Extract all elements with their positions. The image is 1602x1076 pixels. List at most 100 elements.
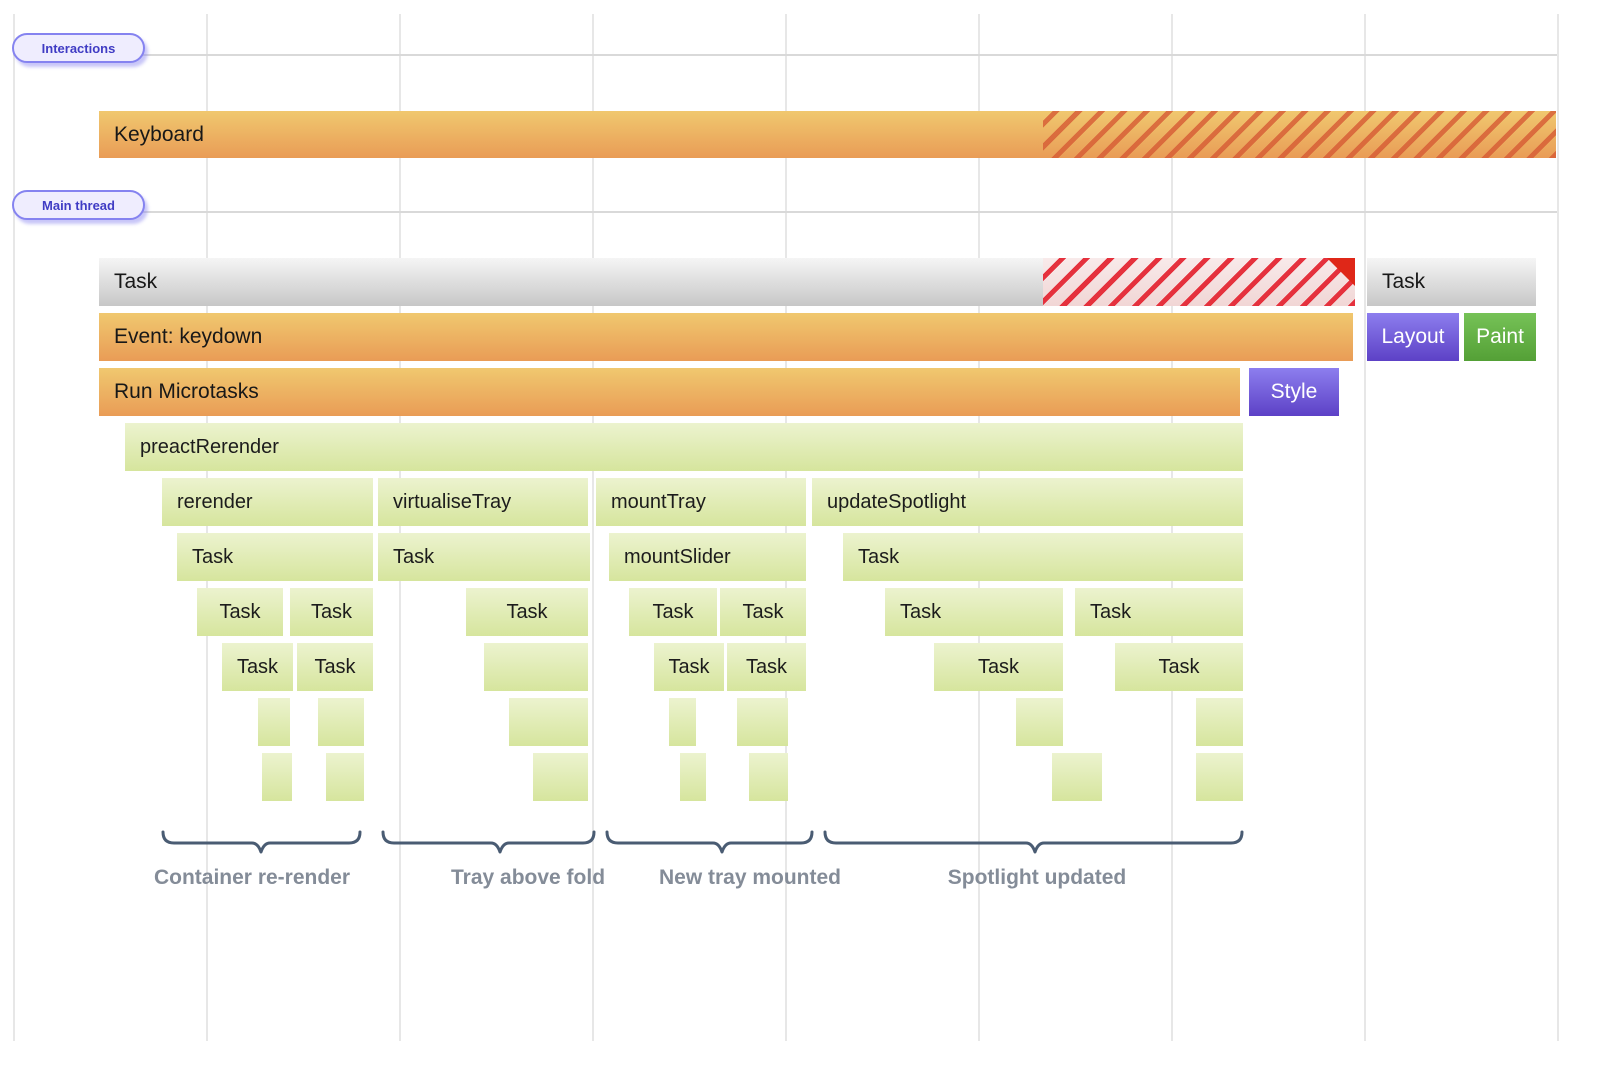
flame-block-task[interactable]: Task [177,533,373,581]
flame-block-updatespotlight[interactable]: updateSpotlight [812,478,1243,526]
flame-block-virtualisetray[interactable]: virtualiseTray [378,478,588,526]
task-bar-main-warning-triangle-icon [1327,258,1355,286]
style-bar-label: Style [1270,380,1318,403]
gridline-vertical [206,14,208,1041]
flame-block-updatespotlight-label: updateSpotlight [827,490,967,513]
flame-block-task[interactable]: Task [222,643,293,691]
flame-block-anonymous[interactable] [318,698,364,746]
flame-block-virtualisetray-label: virtualiseTray [393,490,512,513]
flame-block-anonymous[interactable] [749,753,788,801]
track-baseline [13,54,1557,56]
annotation-label-new-tray-mounted: New tray mounted [658,866,842,889]
flame-block-task-label: Task [668,655,710,678]
gridline-vertical [1364,14,1366,1041]
flame-block-task-label: Task [652,600,694,623]
layout-bar-label: Layout [1381,325,1445,348]
main-thread-track-pill[interactable]: Main thread [12,190,145,220]
flame-block-rerender-label: rerender [177,490,253,513]
flame-block-task[interactable]: Task [934,643,1063,691]
flame-block-task-label: Task [310,600,353,623]
flame-block-task[interactable]: Task [629,588,717,636]
flame-block-task[interactable]: Task [1075,588,1243,636]
event-keydown-bar-label: Event: keydown [114,325,263,348]
flame-block-task-label: Task [1158,655,1200,678]
flame-block-anonymous[interactable] [1196,698,1243,746]
flame-block-task-label: Task [858,545,900,568]
flame-block-task-label: Task [900,600,942,623]
flame-block-anonymous[interactable] [680,753,706,801]
annotation-brace [381,830,596,854]
flame-block-preactrerender-label: preactRerender [140,435,279,458]
flame-block-anonymous[interactable] [737,698,788,746]
paint-bar[interactable]: Paint [1464,313,1536,361]
flame-block-task-label: Task [192,545,234,568]
task-bar-right-label: Task [1382,270,1426,293]
main-thread-track-label: Main thread [42,197,115,213]
layout-bar[interactable]: Layout [1367,313,1459,361]
annotation-brace [823,830,1244,854]
annotation-label-spotlight-updated: Spotlight updated [947,866,1127,889]
flame-block-task[interactable]: Task [885,588,1063,636]
flame-block-task[interactable]: Task [290,588,373,636]
gridline-vertical [13,14,15,1041]
flame-block-task[interactable]: Task [378,533,590,581]
flame-block-anonymous[interactable] [509,698,588,746]
style-bar[interactable]: Style [1249,368,1339,416]
keyboard-interaction-bar[interactable]: Keyboard [99,111,1556,158]
run-microtasks-bar-label: Run Microtasks [114,380,259,403]
flame-block-anonymous[interactable] [1052,753,1102,801]
gridline-vertical [399,14,401,1041]
gridline-vertical [1171,14,1173,1041]
annotation-label-tray-above-fold: Tray above fold [450,866,606,889]
flame-block-task[interactable]: Task [654,643,724,691]
flame-block-task[interactable]: Task [197,588,283,636]
task-bar-main[interactable]: Task [99,258,1355,306]
paint-bar-label: Paint [1476,325,1524,348]
flame-block-rerender[interactable]: rerender [162,478,373,526]
flame-block-task-label: Task [219,600,261,623]
flame-block-task-label: Task [1090,600,1132,623]
gridline-vertical [978,14,980,1041]
flame-block-task[interactable]: Task [466,588,588,636]
flame-block-task-label: Task [742,600,784,623]
flame-block-task-label: Task [506,600,548,623]
run-microtasks-bar[interactable]: Run Microtasks [99,368,1240,416]
interactions-track-pill[interactable]: Interactions [12,33,145,63]
flame-block-anonymous[interactable] [326,753,364,801]
gridline-vertical [592,14,594,1041]
flame-block-task[interactable]: Task [843,533,1243,581]
flame-block-task[interactable]: Task [720,588,806,636]
gridline-vertical [785,14,787,1041]
flame-block-anonymous[interactable] [484,643,588,691]
keyboard-interaction-bar-hatched-segment [1043,111,1556,158]
annotation-label-container-re-render: Container re-render [153,866,351,889]
flame-block-task-label: Task [236,655,279,678]
flame-block-anonymous[interactable] [533,753,588,801]
event-keydown-bar[interactable]: Event: keydown [99,313,1353,361]
flame-block-task[interactable]: Task [1115,643,1243,691]
annotation-braces [161,830,1244,854]
flame-block-task[interactable]: Task [727,643,806,691]
task-bar-right[interactable]: Task [1367,258,1536,306]
interactions-track-label: Interactions [41,40,116,56]
flame-block-task-label: Task [745,655,788,678]
flame-block-anonymous[interactable] [1016,698,1063,746]
flame-block-mountslider[interactable]: mountSlider [609,533,806,581]
flame-block-mounttray[interactable]: mountTray [596,478,806,526]
flame-block-preactrerender[interactable]: preactRerender [125,423,1243,471]
flame-block-task[interactable]: Task [297,643,373,691]
flame-block-task-label: Task [393,545,435,568]
flame-block-anonymous[interactable] [1196,753,1243,801]
task-bar-main-label: Task [114,270,158,293]
annotation-brace [161,830,362,854]
flame-block-task-label: Task [977,655,1020,678]
flame-block-mounttray-label: mountTray [611,490,706,513]
flame-block-anonymous[interactable] [262,753,292,801]
flame-block-task-label: Task [314,655,356,678]
flame-block-anonymous[interactable] [258,698,290,746]
keyboard-interaction-bar-label: Keyboard [114,122,204,146]
annotation-brace [605,830,814,854]
gridline-vertical [1557,14,1559,1041]
flame-block-anonymous[interactable] [669,698,696,746]
